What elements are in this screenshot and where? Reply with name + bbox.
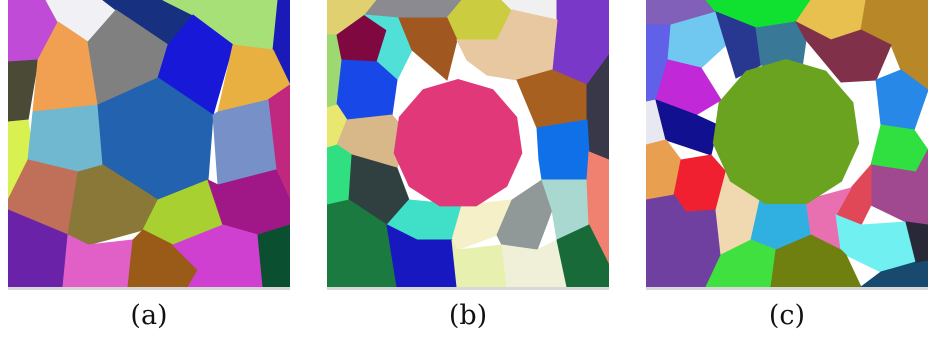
panel-b: [327, 0, 609, 287]
cell-a-20: [63, 235, 133, 287]
cell-b-20: [497, 180, 552, 250]
cell-b-1: [365, 0, 462, 18]
caption-a: (a): [8, 300, 290, 331]
cell-b-16: [327, 145, 352, 205]
center-cell-c: [713, 59, 859, 204]
panel-c-baseline: [646, 287, 928, 290]
caption-c: (c): [646, 300, 928, 331]
panel-a-baseline: [8, 287, 290, 290]
center-cell-b: [394, 79, 523, 206]
cell-b-15: [537, 120, 589, 180]
panel-a: [8, 0, 290, 287]
panel-b-baseline: [327, 287, 609, 290]
cell-a-12: [28, 105, 103, 172]
voronoi-diagram-c: [646, 0, 928, 287]
panel-c: [646, 0, 928, 287]
caption-b: (b): [327, 300, 609, 331]
voronoi-diagram-a: [8, 0, 290, 287]
voronoi-diagram-b: [327, 0, 609, 287]
cell-a-23: [258, 225, 290, 287]
